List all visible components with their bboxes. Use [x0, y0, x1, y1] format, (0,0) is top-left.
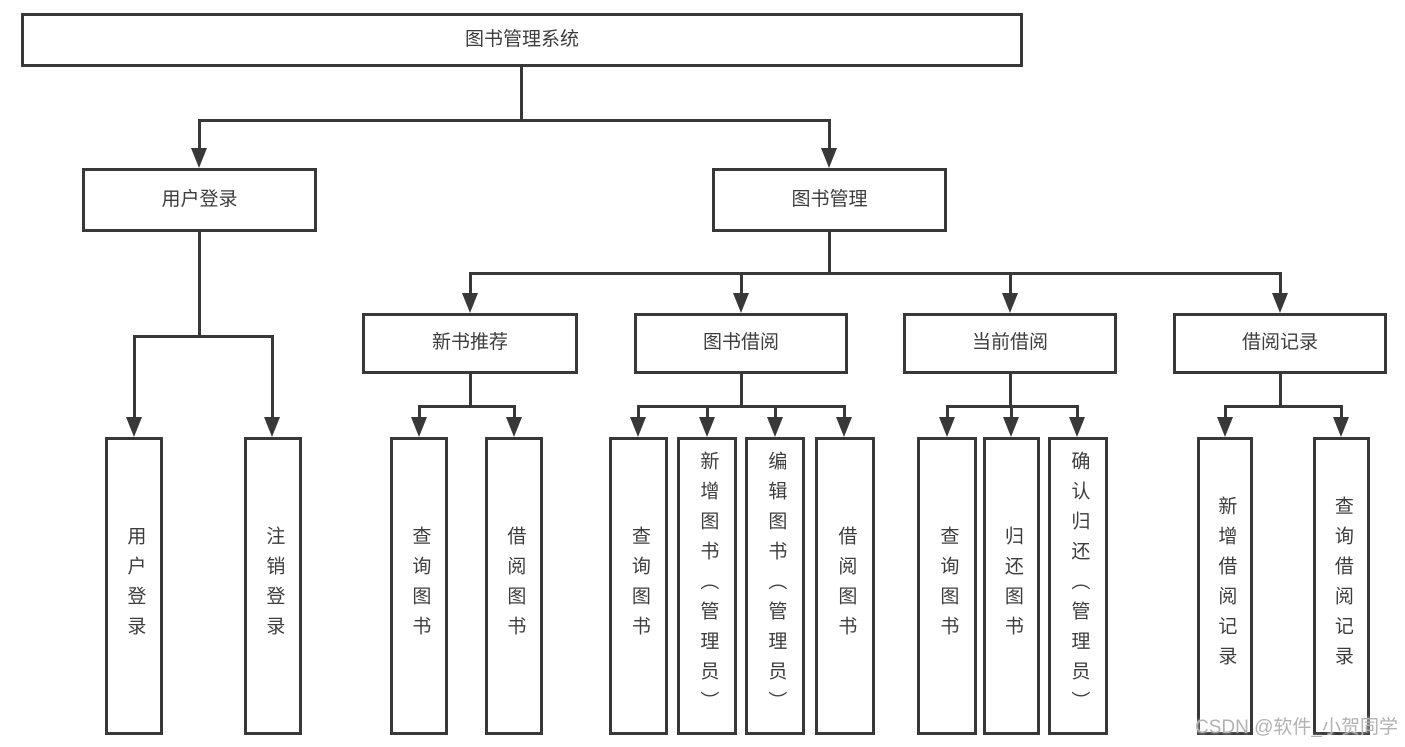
arrow-down-icon — [462, 293, 478, 313]
node-return-book: 归还图书 — [983, 437, 1040, 735]
connector-vline — [843, 405, 846, 419]
connector-vline — [271, 335, 274, 419]
connector-vline — [1279, 374, 1282, 406]
node-current-borrowing: 当前借阅 — [903, 313, 1117, 374]
connector-hline — [637, 405, 846, 408]
arrow-down-icon — [126, 417, 142, 437]
node-borrow-book: 借阅图书 — [815, 437, 875, 735]
connector-hline — [418, 405, 516, 408]
arrow-down-icon — [506, 417, 522, 437]
node-user-login: 用户登录 — [105, 437, 163, 735]
connector-vline — [828, 232, 831, 273]
arrow-down-icon — [191, 148, 207, 168]
node-query-borrow-record: 查询借阅记录 — [1313, 437, 1370, 735]
connector-hline — [198, 119, 831, 122]
node-confirm-return-admin: 确认归还（管理员） — [1048, 437, 1108, 735]
node-book-borrowing: 图书借阅 — [634, 313, 848, 374]
connector-vline — [198, 232, 201, 336]
node-user-login-branch: 用户登录 — [82, 168, 317, 232]
connector-vline — [706, 405, 709, 419]
arrow-down-icon — [733, 293, 749, 313]
connector-vline — [1224, 405, 1227, 419]
arrow-down-icon — [264, 417, 280, 437]
node-borrow-book-recommend: 借阅图书 — [485, 437, 543, 735]
connector-vline — [520, 67, 523, 120]
watermark: CSDN @软件_小贺同学 — [1195, 717, 1398, 738]
arrow-down-icon — [1002, 293, 1018, 313]
connector-vline — [1340, 405, 1343, 419]
connector-hline — [1224, 405, 1343, 408]
connector-vline — [513, 405, 516, 419]
arrow-down-icon — [821, 148, 837, 168]
arrow-down-icon — [699, 417, 715, 437]
connector-hline — [133, 335, 274, 338]
arrow-down-icon — [411, 417, 427, 437]
connector-vline — [1009, 374, 1012, 406]
connector-vline — [469, 374, 472, 406]
arrow-down-icon — [1333, 417, 1349, 437]
node-add-book-admin: 新增图书（管理员） — [677, 437, 737, 735]
node-borrow-records: 借阅记录 — [1173, 313, 1387, 374]
node-library-system: 图书管理系统 — [21, 13, 1023, 67]
connector-vline — [828, 119, 831, 150]
arrow-down-icon — [1003, 417, 1019, 437]
arrow-down-icon — [836, 417, 852, 437]
node-query-books-current: 查询图书 — [917, 437, 977, 735]
connector-hline — [469, 272, 1282, 275]
connector-vline — [637, 405, 640, 419]
connector-vline — [774, 405, 777, 419]
connector-vline — [1009, 272, 1012, 295]
node-book-management: 图书管理 — [712, 168, 947, 232]
arrow-down-icon — [1069, 417, 1085, 437]
connector-vline — [418, 405, 421, 419]
node-edit-book-admin: 编辑图书（管理员） — [745, 437, 805, 735]
connector-vline — [740, 272, 743, 295]
connector-vline — [740, 374, 743, 406]
arrow-down-icon — [1217, 417, 1233, 437]
node-logout: 注销登录 — [244, 437, 302, 735]
connector-vline — [198, 119, 201, 150]
node-query-books-borrowing: 查询图书 — [609, 437, 668, 735]
arrow-down-icon — [1272, 293, 1288, 313]
connector-vline — [1076, 405, 1079, 419]
connector-vline — [133, 335, 136, 419]
node-new-book-recommend: 新书推荐 — [362, 313, 578, 374]
node-add-borrow-record: 新增借阅记录 — [1197, 437, 1253, 735]
arrow-down-icon — [939, 417, 955, 437]
node-query-books-recommend: 查询图书 — [390, 437, 448, 735]
connector-vline — [1279, 272, 1282, 295]
connector-vline — [469, 272, 472, 295]
arrow-down-icon — [630, 417, 646, 437]
arrow-down-icon — [767, 417, 783, 437]
connector-vline — [1010, 405, 1013, 419]
connector-vline — [946, 405, 949, 419]
